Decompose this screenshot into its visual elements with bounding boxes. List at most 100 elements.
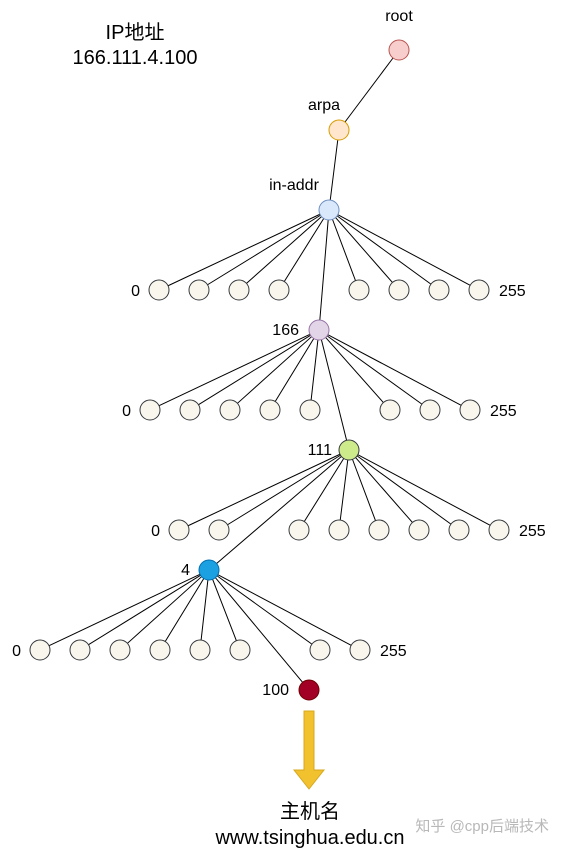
edge-166-leaf	[198, 334, 311, 406]
edge-166-leaf	[310, 339, 319, 401]
leaf-node	[428, 279, 450, 301]
leaf-node	[419, 399, 441, 421]
leaf-node	[29, 639, 51, 661]
watermark: 知乎 @cpp后端技术	[415, 818, 549, 835]
edge-166-leaf	[326, 335, 423, 405]
edge-4-leaf	[212, 579, 237, 641]
leaf-node	[379, 399, 401, 421]
leaf-node	[288, 519, 310, 541]
leaf-node	[268, 279, 290, 301]
down-arrow-icon	[292, 710, 326, 790]
edge-in-addr-leaf	[335, 217, 393, 283]
edge-111-4	[216, 456, 342, 564]
leaf-node	[168, 519, 190, 541]
edge-111-leaf	[339, 459, 349, 521]
edge-4-leaf	[216, 575, 313, 645]
range-start-label: 0	[122, 403, 131, 420]
edge-166-leaf	[237, 336, 312, 404]
leaf-node	[349, 639, 371, 661]
leaf-node	[109, 639, 131, 661]
leaf-node	[148, 279, 170, 301]
leaf-node	[468, 279, 490, 301]
leaf-node	[229, 639, 251, 661]
edge-4-leaf	[217, 574, 352, 646]
edge-166-111	[320, 339, 348, 441]
edge-4-leaf	[127, 576, 202, 644]
range-start-label: 0	[151, 523, 160, 540]
leaf-node	[189, 639, 211, 661]
range-start-label: 0	[12, 643, 21, 660]
range-end-label: 255	[490, 403, 517, 420]
edge-166-leaf	[274, 338, 315, 402]
leaf-node	[408, 519, 430, 541]
edge-4-leaf	[200, 579, 209, 641]
edge-arpa-in-addr	[329, 139, 339, 201]
leaf-node	[208, 519, 230, 541]
node-label-arpa: arpa	[308, 97, 340, 114]
node-label-4: 4	[181, 562, 190, 579]
range-start-label: 0	[131, 283, 140, 300]
node-4	[198, 559, 220, 581]
node-label-root: root	[385, 8, 413, 25]
edge-111-leaf	[303, 458, 345, 522]
tree-main-nodes	[198, 39, 410, 701]
leaf-node	[299, 399, 321, 421]
edge-4-100	[215, 577, 303, 683]
leaf-node	[228, 279, 250, 301]
range-end-label: 255	[519, 523, 546, 540]
leaf-node	[179, 399, 201, 421]
leaf-node	[259, 399, 281, 421]
node-166	[308, 319, 330, 341]
leaf-node	[488, 519, 510, 541]
edge-111-leaf	[357, 454, 491, 526]
leaf-node	[368, 519, 390, 541]
leaf-node	[309, 639, 331, 661]
edge-in-addr-leaf	[207, 214, 321, 286]
leaf-node	[459, 399, 481, 421]
node-label-100: 100	[262, 682, 289, 699]
leaf-node	[149, 639, 171, 661]
ip-address: 166.111.4.100	[72, 47, 198, 69]
edge-111-leaf	[352, 459, 376, 521]
tree-edges	[48, 57, 491, 683]
edge-166-leaf	[327, 334, 462, 406]
leaf-node	[188, 279, 210, 301]
edge-in-addr-leaf	[337, 214, 471, 286]
edge-4-leaf	[88, 574, 201, 646]
edge-in-addr-leaf	[167, 213, 321, 287]
node-in-addr	[318, 199, 340, 221]
edge-166-leaf	[325, 337, 384, 403]
edge-in-addr-leaf	[336, 215, 432, 285]
node-100	[298, 679, 320, 701]
leaf-node	[69, 639, 91, 661]
edge-4-leaf	[164, 578, 205, 642]
edge-in-addr-166	[319, 219, 329, 321]
leaf-node	[328, 519, 350, 541]
node-label-166: 166	[272, 322, 299, 339]
edge-root-arpa	[344, 57, 394, 123]
range-end-label: 255	[499, 283, 526, 300]
leaf-node	[448, 519, 470, 541]
leaf-node	[219, 399, 241, 421]
node-root	[388, 39, 410, 61]
edge-in-addr-leaf	[332, 219, 356, 281]
result-arrow	[292, 710, 326, 790]
edge-111-leaf	[227, 454, 341, 526]
tree-leaf-nodes	[29, 279, 510, 661]
leaf-node	[139, 399, 161, 421]
edge-in-addr-leaf	[283, 218, 325, 282]
result-hostname: www.tsinghua.edu.cn	[215, 827, 405, 849]
edge-111-leaf	[187, 453, 341, 527]
edge-111-leaf	[355, 457, 413, 523]
edge-111-leaf	[356, 455, 452, 525]
node-111	[338, 439, 360, 461]
leaf-node	[348, 279, 370, 301]
edge-166-leaf	[158, 333, 311, 407]
leaf-node	[388, 279, 410, 301]
edge-4-leaf	[48, 573, 201, 647]
node-arpa	[328, 119, 350, 141]
node-label-in-addr: in-addr	[269, 177, 319, 194]
diagram-title: IP地址	[105, 22, 165, 44]
